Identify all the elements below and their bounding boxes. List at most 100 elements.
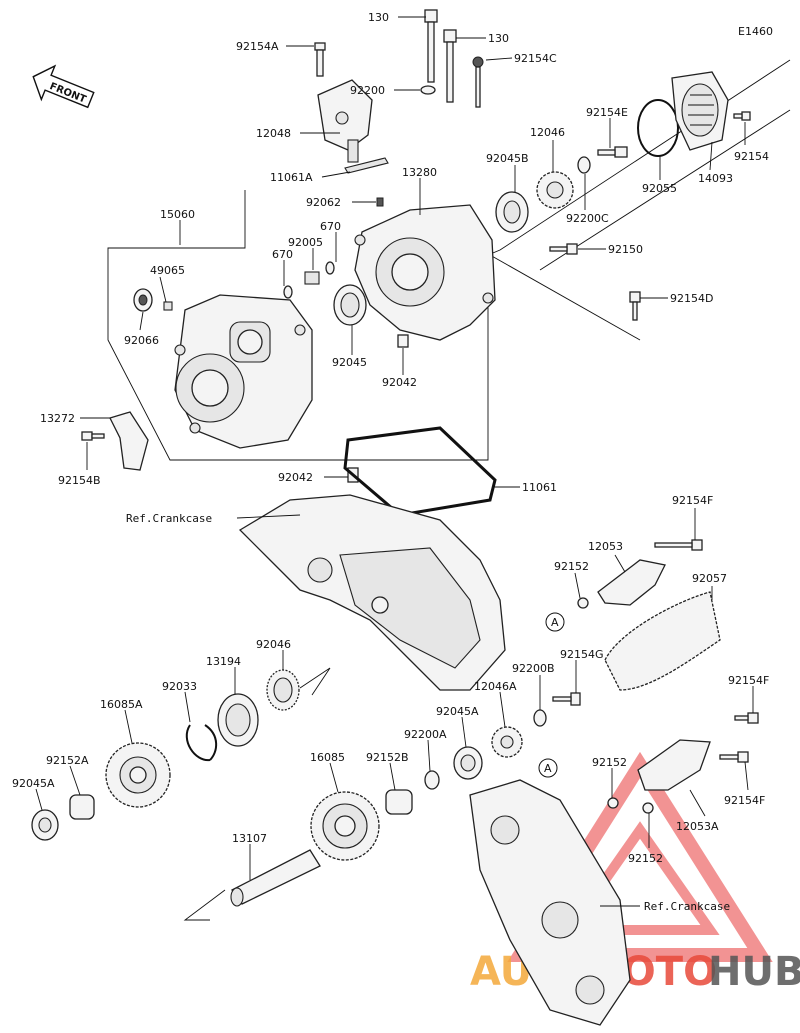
label-92055: 92055 [642,182,677,195]
label-92033: 92033 [162,680,197,693]
label-92042-a: 92042 [382,376,417,389]
label-12053A: 12053A [676,820,719,833]
label-92005: 92005 [288,236,323,249]
sprocket-12046A [491,726,523,758]
label-13280: 13280 [402,166,437,179]
label-92152-a: 92152 [554,560,589,573]
diagram-code: E1460 [738,25,773,38]
label-12053: 12053 [588,540,623,553]
bolt-92154D [629,291,641,321]
label-92066: 92066 [124,334,159,347]
label-92045B: 92045B [486,152,529,165]
collar-92152-c [642,802,654,814]
tensioner-12048 [317,79,373,163]
bolt-92150 [549,243,578,255]
label-15060: 15060 [160,208,195,221]
label-92152B: 92152B [366,751,409,764]
bolt-92154F-c [719,751,749,763]
housing-13280 [354,204,496,341]
bolt-130-a [424,9,438,83]
label-11061: 11061 [522,481,557,494]
plug-92066 [133,288,153,312]
label-16085A: 16085A [100,698,143,711]
crankcase-lower [469,779,631,1026]
collar-92152A [69,794,95,820]
gasket-11061 [343,426,497,517]
collar-92152B [385,789,413,815]
bracket-13272 [109,411,149,471]
part-labels: 130 130 92154A 92154C 92200 12048 11061A… [12,11,769,865]
crankcase [238,494,506,691]
leader-lines [35,16,754,921]
ring-670-b [325,261,335,275]
label-92045A-a: 92045A [436,705,479,718]
label-92042-b: 92042 [278,471,313,484]
label-92200C: 92200C [566,212,609,225]
bolt-92154C [472,56,484,108]
circlip-92033 [185,724,218,762]
label-92154D: 92154D [670,292,713,305]
bearing-92045A-a [453,746,483,780]
label-92200A: 92200A [404,728,447,741]
bearing-13194 [217,693,259,747]
label-92154B: 92154B [58,474,101,487]
label-92154F-c: 92154F [724,794,765,807]
marker-a-2: A [538,758,558,778]
bolt-92154F-a [654,539,703,551]
label-92062: 92062 [306,196,341,209]
label-92152-c: 92152 [628,852,663,865]
label-92154C: 92154C [514,52,557,65]
bolt-92154A [314,42,326,77]
label-16085: 16085 [310,751,345,764]
washer-92200B [533,709,547,727]
gear-16085 [310,791,380,861]
label-14093: 14093 [698,172,733,185]
pin-92062 [376,197,384,207]
label-92150: 92150 [608,243,643,256]
label-130-b: 130 [488,32,509,45]
bolt-92154E [597,146,628,158]
label-92154E: 92154E [586,106,628,119]
label-92046: 92046 [256,638,291,651]
guide-12053 [597,559,666,606]
label-92200: 92200 [350,84,385,97]
collar-92152-b [607,797,619,809]
label-11061A: 11061A [270,171,313,184]
label-130-a: 130 [368,11,389,24]
label-49065: 49065 [150,264,185,277]
bearing-92045B [495,191,529,233]
bearing-92046 [266,669,300,711]
label-92154G: 92154G [560,648,604,661]
front-arrow-icon: FRONT [32,64,95,109]
label-92045: 92045 [332,356,367,369]
ring-670-a [283,285,293,299]
label-670-a: 670 [320,220,341,233]
bolt-92154F-b [734,712,759,724]
label-12048: 12048 [256,127,291,140]
watermark-hub: HUB [708,949,800,995]
washer-92200C [577,156,591,174]
fitting-92005 [304,271,320,285]
label-92154F-b: 92154F [728,674,769,687]
part-49065 [163,301,173,311]
label-92152-b: 92152 [592,756,627,769]
bolt-92154B [81,431,105,441]
washer-92200 [420,85,436,95]
bolt-92154G [552,692,581,706]
sprocket-12046 [536,171,574,209]
ref-crankcase-label-1: Ref.Crankcase [126,512,212,525]
bolt-92154 [733,111,751,121]
label-92154A: 92154A [236,40,279,53]
ref-crankcase-label-2: Ref.Crankcase [644,900,730,913]
bearing-92045A-b [31,809,59,841]
label-92057: 92057 [692,572,727,585]
dowel-92042-a [397,334,409,348]
marker-a-1: A [545,612,565,632]
label-13107: 13107 [232,832,267,845]
guide-12053A [637,739,711,791]
label-92154F-a: 92154F [672,494,713,507]
label-13194: 13194 [206,655,241,668]
bolt-130-b [443,29,457,103]
label-12046: 12046 [530,126,565,139]
